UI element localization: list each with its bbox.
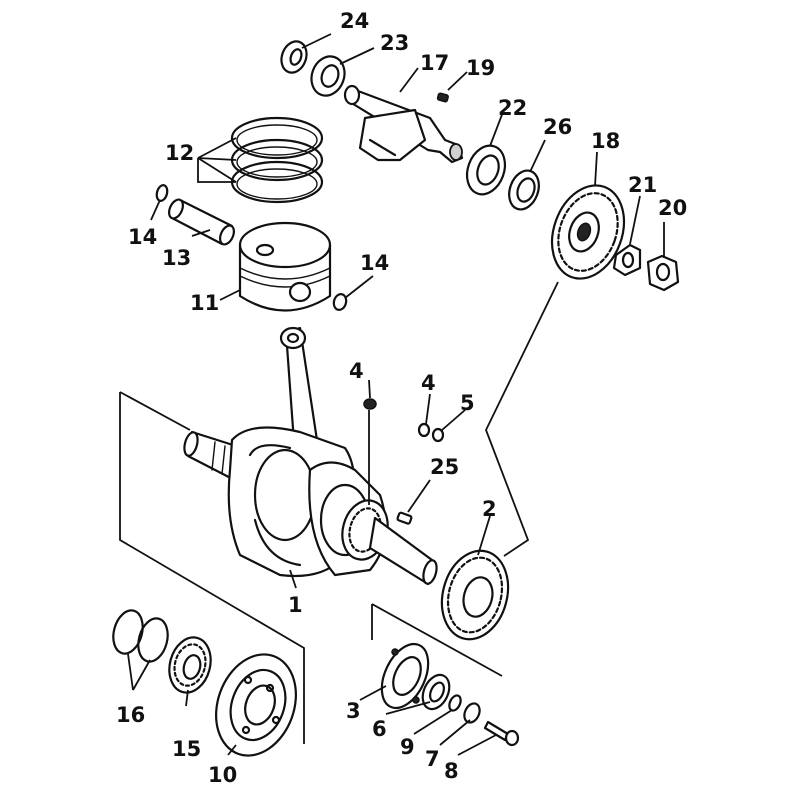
part-13-piston-pin — [168, 198, 235, 246]
label-part-7: 7 — [425, 747, 440, 771]
part-18-balancer-gear — [550, 184, 626, 280]
part-2-drive-gear — [440, 549, 510, 641]
part-14-circlip-right — [332, 293, 348, 311]
label-part-11: 11 — [190, 291, 219, 315]
part-26-ring — [508, 169, 540, 211]
label-part-8: 8 — [444, 759, 459, 783]
part-4-pin-upper — [363, 398, 377, 410]
label-part-25: 25 — [430, 455, 459, 479]
part-14-circlip-left — [155, 184, 169, 202]
part-24-oil-seal — [280, 40, 308, 74]
part-1-crankshaft-assembly — [183, 326, 438, 586]
label-part-14-right: 14 — [360, 251, 389, 275]
label-part-21: 21 — [628, 173, 657, 197]
part-8-bolt — [483, 720, 520, 747]
part-5-washer — [431, 427, 445, 443]
part-9-washer — [448, 694, 462, 712]
group-bracket-left — [119, 391, 305, 744]
part-11-piston — [238, 221, 332, 312]
part-12-piston-rings — [230, 116, 324, 204]
part-16-circlips — [112, 609, 169, 663]
label-part-5: 5 — [460, 391, 475, 415]
label-part-6: 6 — [372, 717, 387, 741]
label-part-4-right: 4 — [421, 371, 436, 395]
label-part-4-upper: 4 — [349, 359, 364, 383]
part-15-gear — [168, 636, 212, 694]
label-part-26: 26 — [543, 115, 572, 139]
label-part-17: 17 — [420, 51, 449, 75]
label-part-18: 18 — [591, 129, 620, 153]
part-23-bearing — [310, 55, 346, 97]
group-bracket-gear — [485, 281, 559, 557]
part-22-bearing — [465, 144, 507, 196]
part-6-oil-seal — [421, 673, 451, 711]
label-part-19: 19 — [466, 56, 495, 80]
part-21-lock-washer — [612, 243, 642, 277]
part-4-pin-right — [417, 422, 431, 438]
label-part-15: 15 — [172, 737, 201, 761]
part-25-key — [396, 511, 413, 525]
group-bracket-right — [371, 603, 503, 677]
part-10-ball-bearing — [215, 653, 297, 757]
label-part-12: 12 — [165, 141, 194, 165]
label-part-2: 2 — [482, 497, 497, 521]
part-3-bearing-plate — [380, 642, 430, 710]
label-part-20: 20 — [658, 196, 687, 220]
label-part-23: 23 — [380, 31, 409, 55]
part-7-washer — [463, 702, 481, 724]
label-part-1: 1 — [288, 593, 303, 617]
label-part-13: 13 — [162, 246, 191, 270]
part-17-balancer-shaft — [343, 84, 464, 164]
label-part-9: 9 — [400, 735, 415, 759]
part-19-key — [436, 92, 449, 103]
part-20-nut — [646, 254, 680, 292]
label-part-16: 16 — [116, 703, 145, 727]
label-part-24: 24 — [340, 9, 369, 33]
part-labels: 24 23 17 19 22 26 18 21 20 12 14 13 11 1… — [116, 9, 687, 787]
label-part-14-left: 14 — [128, 225, 157, 249]
leader-lines — [127, 33, 665, 756]
label-part-22: 22 — [498, 96, 527, 120]
label-part-10: 10 — [208, 763, 237, 787]
label-part-3: 3 — [346, 699, 361, 723]
